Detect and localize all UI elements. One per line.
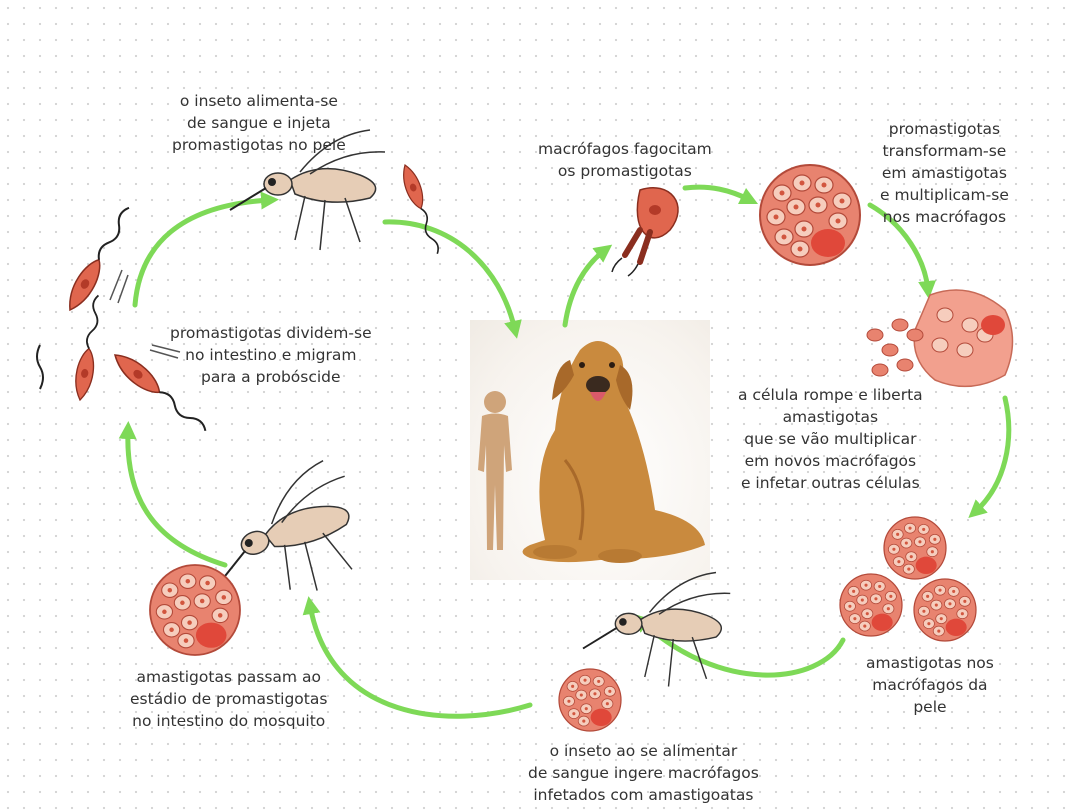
mosquito-ingest-icon xyxy=(583,573,730,687)
rupturing-macrophage-icon xyxy=(867,290,1013,386)
label-rupture-line: em novos macrófagos xyxy=(738,450,923,472)
label-gut-line: amastigotas passam ao xyxy=(130,666,327,688)
arrow-bite-to-host xyxy=(385,222,515,330)
label-rupture-line: a célula rompe e liberta xyxy=(738,384,923,406)
label-ingest-line: o inseto ao se alimentar xyxy=(528,740,759,762)
label-transform: promastigotas transformam-se em amastigo… xyxy=(880,118,1009,228)
label-gut-line: estádio de promastigotas xyxy=(130,688,327,710)
label-bite-line: promastigotas no pele xyxy=(172,134,346,156)
label-transform-line: em amastigotas xyxy=(880,162,1009,184)
label-rupture-line: que se vão multiplicar xyxy=(738,428,923,450)
ingested-macrophage-icon xyxy=(559,669,621,731)
arrow-gut-to-divide xyxy=(128,430,225,565)
skin-macrophages-icon xyxy=(840,517,976,641)
label-ingest: o inseto ao se alimentar de sangue inger… xyxy=(528,740,759,806)
label-transform-line: promastigotas xyxy=(880,118,1009,140)
label-gut: amastigotas passam ao estádio de promast… xyxy=(130,666,327,732)
label-transform-line: e multiplicam-se xyxy=(880,184,1009,206)
arrow-ingest-to-gut xyxy=(310,605,530,716)
label-phagocytosis: macrófagos fagocitam os promastigotas xyxy=(538,138,712,182)
label-skin-line: amastigotas nos xyxy=(866,652,994,674)
arrow-host-to-phagocytosis xyxy=(565,250,605,325)
arrow-to-cell xyxy=(685,187,750,200)
label-phagocytosis-line: os promastigotas xyxy=(538,160,712,182)
label-rupture: a célula rompe e liberta amastigotas que… xyxy=(738,384,923,494)
label-rupture-line: amastigotas xyxy=(738,406,923,428)
label-divide-line: para a probóscide xyxy=(170,366,372,388)
label-divide-line: promastigotas dividem-se xyxy=(170,322,372,344)
label-phagocytosis-line: macrófagos fagocitam xyxy=(538,138,712,160)
gut-macrophage-icon xyxy=(150,565,240,655)
label-skin-line: pele xyxy=(866,696,994,718)
label-rupture-line: e infetar outras células xyxy=(738,472,923,494)
promastigote-group-left xyxy=(37,203,211,438)
label-gut-line: no intestino do mosquito xyxy=(130,710,327,732)
label-ingest-line: infetados com amastigoatas xyxy=(528,784,759,806)
label-divide: promastigotas dividem-se no intestino e … xyxy=(170,322,372,388)
label-transform-line: transformam-se xyxy=(880,140,1009,162)
label-skin: amastigotas nos macrófagos da pele xyxy=(866,652,994,718)
arrow-rupture-to-skin xyxy=(975,398,1009,512)
label-skin-line: macrófagos da xyxy=(866,674,994,696)
label-bite: o inseto alimenta-se de sangue e injeta … xyxy=(172,90,346,156)
label-bite-line: o inseto alimenta-se xyxy=(172,90,346,112)
label-divide-line: no intestino e migram xyxy=(170,344,372,366)
arrow-to-bite xyxy=(135,200,270,305)
infected-macrophage-top-icon xyxy=(760,165,860,265)
label-ingest-line: de sangue ingere macrófagos xyxy=(528,762,759,784)
label-transform-line: nos macrófagos xyxy=(880,206,1009,228)
phagocytosed-promastigote-icon xyxy=(612,188,678,276)
label-bite-line: de sangue e injeta xyxy=(172,112,346,134)
